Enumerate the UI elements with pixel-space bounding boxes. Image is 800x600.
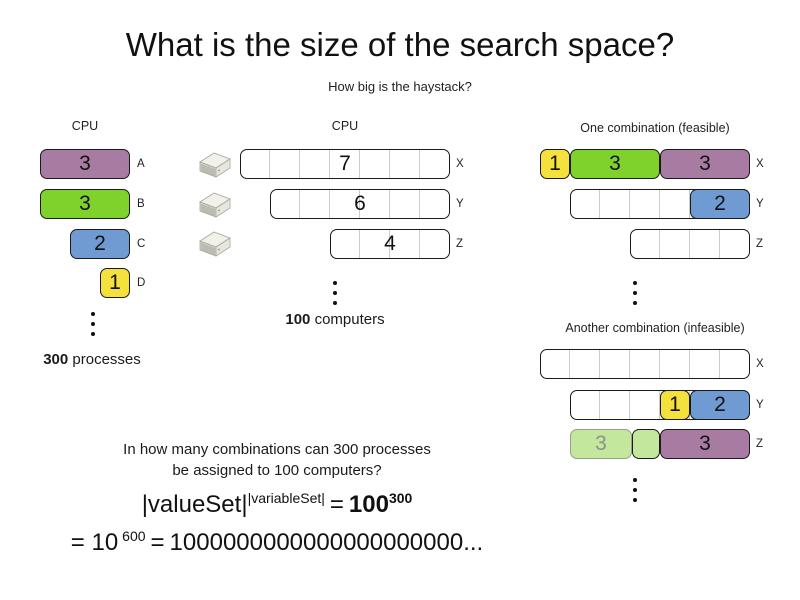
cell-divider — [599, 190, 600, 218]
combo2-header: Another combination (infeasible) — [565, 321, 745, 335]
page-title: What is the size of the search space? — [125, 26, 675, 63]
combo1-x-green: 3 — [570, 149, 660, 179]
processes-header: CPU — [71, 119, 99, 133]
formula-search-space: |valueSet||variableSet|=100300 — [0, 491, 554, 519]
formula-result-exponent: 300 — [388, 490, 413, 506]
formula-exponent: |variableSet| — [247, 490, 325, 506]
combo2-z-green-inside — [632, 429, 660, 459]
cell-divider — [719, 230, 720, 258]
formula2-exponent: 600 — [122, 528, 146, 544]
computer-capacity-x: 7 — [240, 149, 450, 179]
combo2-y-yellow: 1 — [660, 390, 690, 420]
process-label-b: B — [137, 198, 145, 210]
cell-divider — [419, 190, 420, 218]
computers-header: CPU — [331, 119, 359, 133]
cell-divider — [389, 150, 390, 178]
formula2-value: 1000000000000000000000... — [169, 529, 484, 556]
cell-divider — [359, 150, 360, 178]
computer-icon — [199, 192, 231, 218]
combo2-bar-x — [540, 349, 750, 379]
page-subtitle: How big is the haystack? — [328, 79, 472, 94]
cell-divider — [659, 230, 660, 258]
cell-divider — [689, 350, 690, 378]
formula2-equals: = — [150, 529, 165, 556]
computer-label-z: Z — [456, 238, 464, 250]
cell-divider — [629, 391, 630, 419]
process-box-a: 3 — [40, 149, 130, 179]
capacity-y-value: 6 — [354, 192, 366, 215]
cell-divider — [359, 190, 360, 218]
computers-count-label: computers — [310, 311, 385, 328]
question-line2: be assigned to 100 computers? — [172, 462, 382, 479]
formula-result-base: 100 — [348, 491, 389, 518]
cell-divider — [659, 391, 660, 419]
process-box-c: 2 — [70, 229, 130, 259]
cell-divider — [329, 190, 330, 218]
combo2-z-overflow: 3 — [570, 429, 632, 459]
process-label-d: D — [137, 277, 146, 289]
computer-icon — [199, 152, 231, 178]
process-label-c: C — [137, 238, 146, 250]
ellipsis-combo1 — [633, 281, 637, 305]
cell-divider — [629, 190, 630, 218]
question-line1: In how many combinations can 300 process… — [123, 441, 431, 458]
combo2-label-y: Y — [756, 399, 764, 411]
cell-divider — [419, 230, 420, 258]
computers-count-number: 100 — [285, 311, 311, 328]
combo2-label-z: Z — [756, 438, 764, 450]
cell-divider — [569, 350, 570, 378]
computers-count: 100 computers — [245, 311, 425, 328]
computer-capacity-y: 6 — [270, 189, 450, 219]
processes-count-label: processes — [68, 351, 141, 368]
cell-divider — [599, 391, 600, 419]
combo1-header: One combination (feasible) — [580, 121, 730, 135]
cell-divider — [719, 350, 720, 378]
processes-count: 300 processes — [0, 351, 184, 368]
process-box-b: 3 — [40, 189, 130, 219]
processes-count-number: 300 — [43, 351, 69, 368]
formula-equals: = — [329, 491, 344, 518]
combo2-label-x: X — [756, 358, 764, 370]
computer-capacity-z: 4 — [330, 229, 450, 259]
cell-divider — [599, 350, 600, 378]
cell-divider — [359, 230, 360, 258]
formula-base: |valueSet| — [141, 491, 248, 518]
computer-icon — [199, 231, 231, 257]
cell-divider — [659, 350, 660, 378]
formula2-prefix: = 10 — [70, 529, 119, 556]
capacity-z-value: 4 — [384, 232, 396, 255]
combo1-label-x: X — [756, 158, 764, 170]
combo1-x-purple: 3 — [660, 149, 750, 179]
process-box-d: 1 — [100, 268, 130, 298]
cell-divider — [689, 230, 690, 258]
cell-divider — [389, 230, 390, 258]
combo1-label-z: Z — [756, 238, 764, 250]
ellipsis-processes — [91, 312, 95, 336]
combo2-y-blue: 2 — [690, 390, 750, 420]
combo1-label-y: Y — [756, 198, 764, 210]
cell-divider — [329, 150, 330, 178]
capacity-x-value: 7 — [339, 152, 351, 175]
ellipsis-combo2 — [633, 478, 637, 502]
combo1-bar-z — [630, 229, 750, 259]
ellipsis-computers — [333, 281, 337, 305]
cell-divider — [299, 150, 300, 178]
computer-label-x: X — [456, 158, 464, 170]
combo1-x-yellow: 1 — [540, 149, 570, 179]
combo1-y-blue: 2 — [690, 189, 750, 219]
cell-divider — [629, 350, 630, 378]
process-label-a: A — [137, 158, 145, 170]
cell-divider — [659, 190, 660, 218]
computer-label-y: Y — [456, 198, 464, 210]
cell-divider — [299, 190, 300, 218]
cell-divider — [389, 190, 390, 218]
cell-divider — [419, 150, 420, 178]
cell-divider — [269, 150, 270, 178]
cell-divider — [689, 190, 690, 218]
combo2-z-purple: 3 — [660, 429, 750, 459]
